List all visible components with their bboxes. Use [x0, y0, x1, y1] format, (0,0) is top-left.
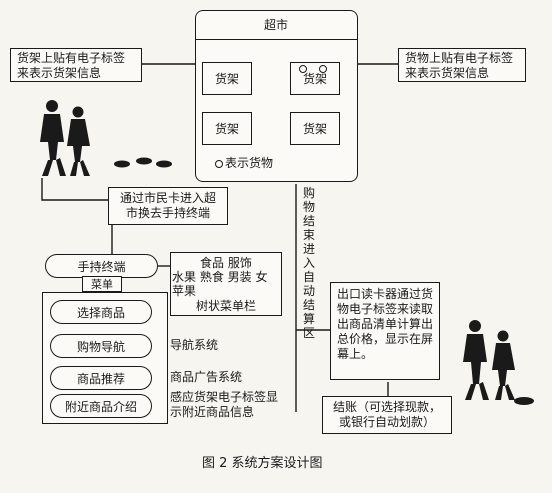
category-tree-panel	[170, 252, 282, 316]
footprint-icon	[514, 397, 534, 405]
category-row-2: 水果 熟食 男装 女	[172, 270, 268, 284]
desc-navigation: 导航系统	[170, 338, 219, 352]
shoppers-exit-figure-icon	[463, 320, 515, 400]
entry-note: 通过市民卡进入超市换去手持终端	[108, 187, 228, 225]
goods-legend-dot-icon	[215, 160, 223, 168]
menu-item-navigation[interactable]: 购物导航	[50, 334, 152, 358]
right-tag-note: 货物上贴有电子标签来表示货架信息	[398, 48, 526, 82]
checkout-zone-label: 购物结束进入自动结算区	[303, 186, 316, 340]
shoppers-figure-icon	[40, 100, 90, 176]
desc-recommend: 商品广告系统	[170, 370, 243, 384]
category-row-1: 食品 服饰	[200, 256, 252, 270]
terminal-menu: 菜单	[82, 276, 122, 292]
reader-note: 出口读卡器通过货物电子标签来读取出商品清单计算出总价格，显示在屏幕上。	[330, 282, 440, 380]
shelf-top-left: 货架	[202, 62, 252, 95]
shelf-top-right: 货架	[290, 62, 340, 95]
menu-item-select-goods[interactable]: 选择商品	[50, 300, 152, 324]
category-row-3: 苹果	[172, 284, 197, 298]
shelf-bottom-left: 货架	[202, 112, 252, 145]
terminal-title: 手持终端	[45, 254, 158, 278]
supermarket-title: 超市	[264, 18, 289, 32]
goods-legend: 表示货物	[225, 156, 274, 170]
category-caption: 树状菜单栏	[196, 299, 257, 313]
footprints-icon	[114, 157, 172, 168]
supermarket-title-bar	[195, 10, 358, 40]
menu-item-nearby[interactable]: 附近商品介绍	[50, 394, 152, 418]
desc-nearby: 感应货架电子标签显示附近商品信息	[170, 390, 279, 419]
shelf-bottom-right: 货架	[290, 112, 340, 145]
payment-note: 结账（可选择现款，或银行自动划款）	[322, 396, 452, 434]
goods-dot-icon	[299, 65, 307, 73]
menu-item-recommend[interactable]: 商品推荐	[50, 366, 152, 390]
left-tag-note: 货架上贴有电子标签来表示货架信息	[10, 48, 142, 82]
figure-caption: 图 2 系统方案设计图	[202, 456, 323, 471]
supermarket-panel	[195, 10, 358, 182]
goods-dot-icon	[319, 65, 327, 73]
